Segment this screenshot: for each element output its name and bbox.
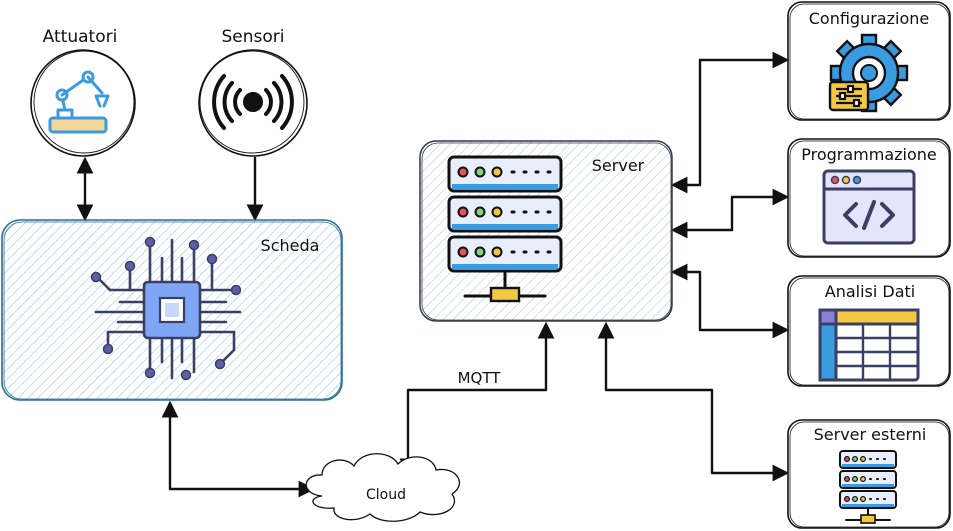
node-scheda: Scheda — [1, 219, 343, 401]
node-configurazione: Configurazione — [787, 1, 951, 121]
label-attuatori: Attuatori — [43, 27, 118, 47]
node-attuatori: Attuatori — [30, 27, 136, 157]
label-programmazione: Programmazione — [801, 145, 937, 164]
label-cloud: Cloud — [366, 487, 406, 503]
node-programmazione: Programmazione — [787, 138, 951, 258]
node-server-esterni: Server esterni — [787, 419, 951, 529]
connectors — [76, 51, 790, 498]
label-sensori: Sensori — [222, 27, 285, 47]
server-rack-icon — [447, 155, 563, 303]
server-rack-icon — [839, 450, 897, 524]
arrow-server-programmazione — [670, 188, 790, 239]
arrow-scheda-cloud — [161, 400, 316, 498]
robot-arm-icon — [48, 70, 110, 134]
code-window-icon — [822, 169, 916, 245]
label-analisi-dati: Analisi Dati — [825, 282, 916, 301]
microchip-icon — [90, 236, 242, 381]
label-scheda: Scheda — [261, 236, 320, 255]
arrow-server-analisi — [670, 263, 790, 339]
node-server: Server — [419, 140, 673, 322]
arrow-server-configurazione — [670, 51, 790, 194]
label-mqtt: MQTT — [458, 369, 502, 387]
arrow-cloud-server-mqtt — [399, 321, 555, 476]
node-sensori: Sensori — [198, 27, 308, 157]
label-server-esterni: Server esterni — [814, 425, 927, 444]
label-configurazione: Configurazione — [809, 9, 929, 28]
node-analisi-dati: Analisi Dati — [787, 275, 951, 387]
gear-settings-icon — [828, 33, 909, 113]
arrow-server-esterni — [597, 321, 790, 482]
node-cloud: Cloud — [305, 453, 460, 522]
label-server: Server — [592, 156, 645, 175]
signal-sensor-icon — [212, 74, 294, 130]
spreadsheet-icon — [818, 308, 920, 382]
